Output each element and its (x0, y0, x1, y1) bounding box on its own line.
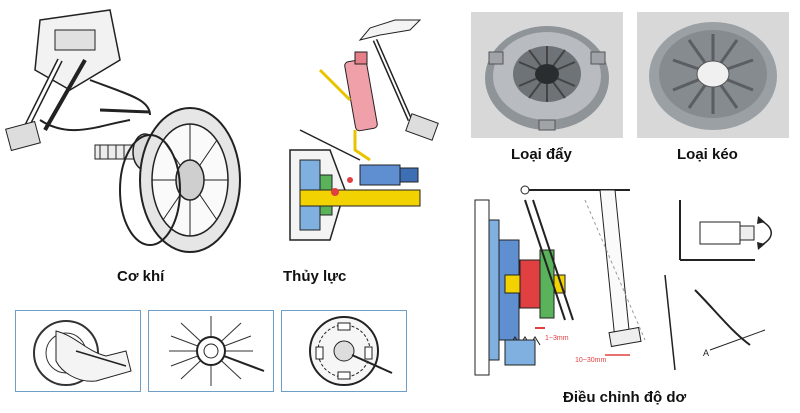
caption-adjust-free-play: Điều chỉnh độ dơ (563, 389, 687, 406)
detail-frame-hand-inspection (15, 310, 141, 392)
mechanical-clutch-illustration (0, 0, 250, 265)
gap-dimension-label: 1~3mm (545, 335, 569, 342)
pedal-play-dimension-label: 10~30mm (575, 357, 606, 364)
caption-hydraulic: Thủy lực (283, 268, 347, 285)
pull-type-pressure-plate-photo (637, 12, 789, 138)
caption-push-type: Loại đẩy (511, 146, 572, 163)
free-play-adjustment-diagram: 1~3mm 10~30mm A (465, 180, 800, 380)
caption-pull-type: Loại kéo (677, 146, 738, 163)
caption-mechanical: Cơ khí (117, 268, 165, 285)
angle-label: A (703, 348, 709, 358)
hydraulic-clutch-illustration (260, 0, 460, 265)
detail-frame-diaphragm-spring (148, 310, 274, 392)
push-type-pressure-plate-photo (471, 12, 623, 138)
detail-frame-clutch-disc (281, 310, 407, 392)
